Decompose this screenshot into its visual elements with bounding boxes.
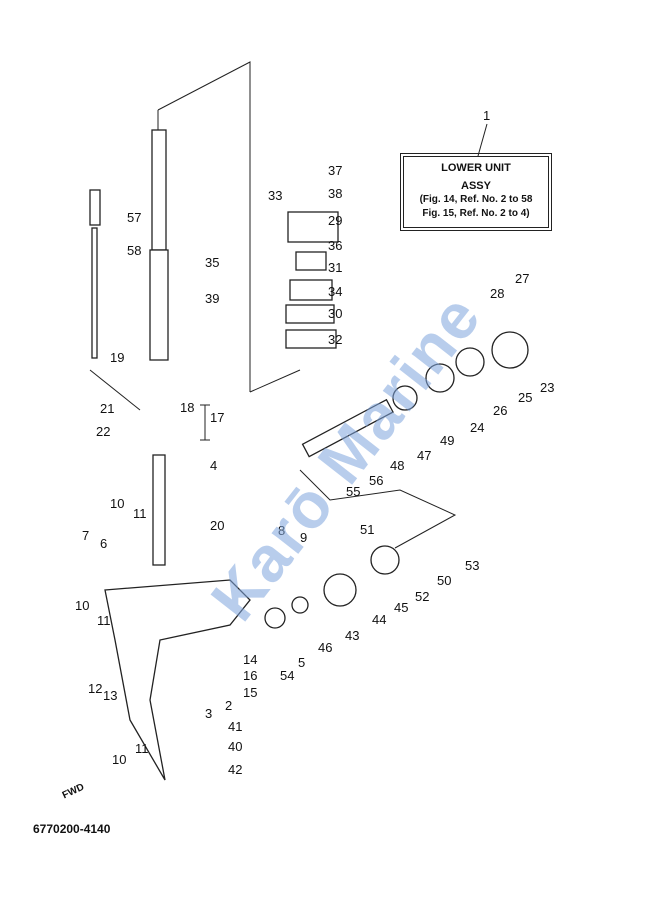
part-label-24: 24 [470,420,484,435]
part-label-34: 34 [328,284,342,299]
part-label-10: 10 [110,496,124,511]
part-label-10: 10 [112,752,126,767]
part-label-37: 37 [328,163,342,178]
part-label-39: 39 [205,291,219,306]
part-label-27: 27 [515,271,529,286]
part-label-18: 18 [180,400,194,415]
assy-title-1: LOWER UNIT [441,162,511,174]
part-label-7: 7 [82,528,89,543]
assy-title-2: ASSY [461,180,491,192]
part-label-11: 11 [97,613,111,628]
part-label-38: 38 [328,186,342,201]
part-label-48: 48 [390,458,404,473]
part-label-33: 33 [268,188,282,203]
part-label-54: 54 [280,668,294,683]
part-label-13: 13 [103,688,117,703]
part-label-49: 49 [440,433,454,448]
part-label-47: 47 [417,448,431,463]
part-label-28: 28 [490,286,504,301]
part-label-53: 53 [465,558,479,573]
water-pump [285,211,339,349]
part-label-52: 52 [415,589,429,604]
part-label-21: 21 [100,401,114,416]
part-label-1: 1 [483,108,490,123]
part-label-12: 12 [88,681,102,696]
assy-ref-2: Fig. 15, Ref. No. 2 to 4) [422,208,530,219]
part-label-26: 26 [493,403,507,418]
lower-unit-assy-box: LOWER UNIT ASSY (Fig. 14, Ref. No. 2 to … [400,153,552,231]
part-label-36: 36 [328,238,342,253]
part-label-3: 3 [205,706,212,721]
part-label-30: 30 [328,306,342,321]
part-label-2: 2 [225,698,232,713]
shift-rod [89,189,101,359]
part-label-35: 35 [205,255,219,270]
part-label-20: 20 [210,518,224,533]
part-label-31: 31 [328,260,342,275]
figure-code: 6770200-4140 [33,822,111,836]
part-label-51: 51 [360,522,374,537]
part-label-46: 46 [318,640,332,655]
assy-ref-1: (Fig. 14, Ref. No. 2 to 58 [419,194,533,205]
part-label-56: 56 [369,473,383,488]
part-label-11: 11 [135,741,149,756]
part-label-5: 5 [298,655,305,670]
part-label-44: 44 [372,612,386,627]
part-label-23: 23 [540,380,554,395]
leader-lines [89,61,488,549]
part-label-15: 15 [243,685,257,700]
part-label-8: 8 [278,523,285,538]
part-label-42: 42 [228,762,242,777]
part-label-19: 19 [110,350,124,365]
part-label-43: 43 [345,628,359,643]
part-label-41: 41 [228,719,242,734]
part-label-11: 11 [133,506,147,521]
propeller-shaft-parts [264,331,529,629]
part-label-57: 57 [127,210,141,225]
part-label-6: 6 [100,536,107,551]
part-label-4: 4 [210,458,217,473]
part-label-29: 29 [328,213,342,228]
part-label-17: 17 [210,410,224,425]
drive-shaft [149,129,169,566]
part-label-55: 55 [346,484,360,499]
part-label-16: 16 [243,668,257,683]
part-label-14: 14 [243,652,257,667]
part-label-25: 25 [518,390,532,405]
part-label-45: 45 [394,600,408,615]
part-label-32: 32 [328,332,342,347]
part-label-10: 10 [75,598,89,613]
part-label-50: 50 [437,573,451,588]
part-label-40: 40 [228,739,242,754]
lower-casing [104,579,251,781]
part-label-9: 9 [300,530,307,545]
part-label-22: 22 [96,424,110,439]
part-label-58: 58 [127,243,141,258]
